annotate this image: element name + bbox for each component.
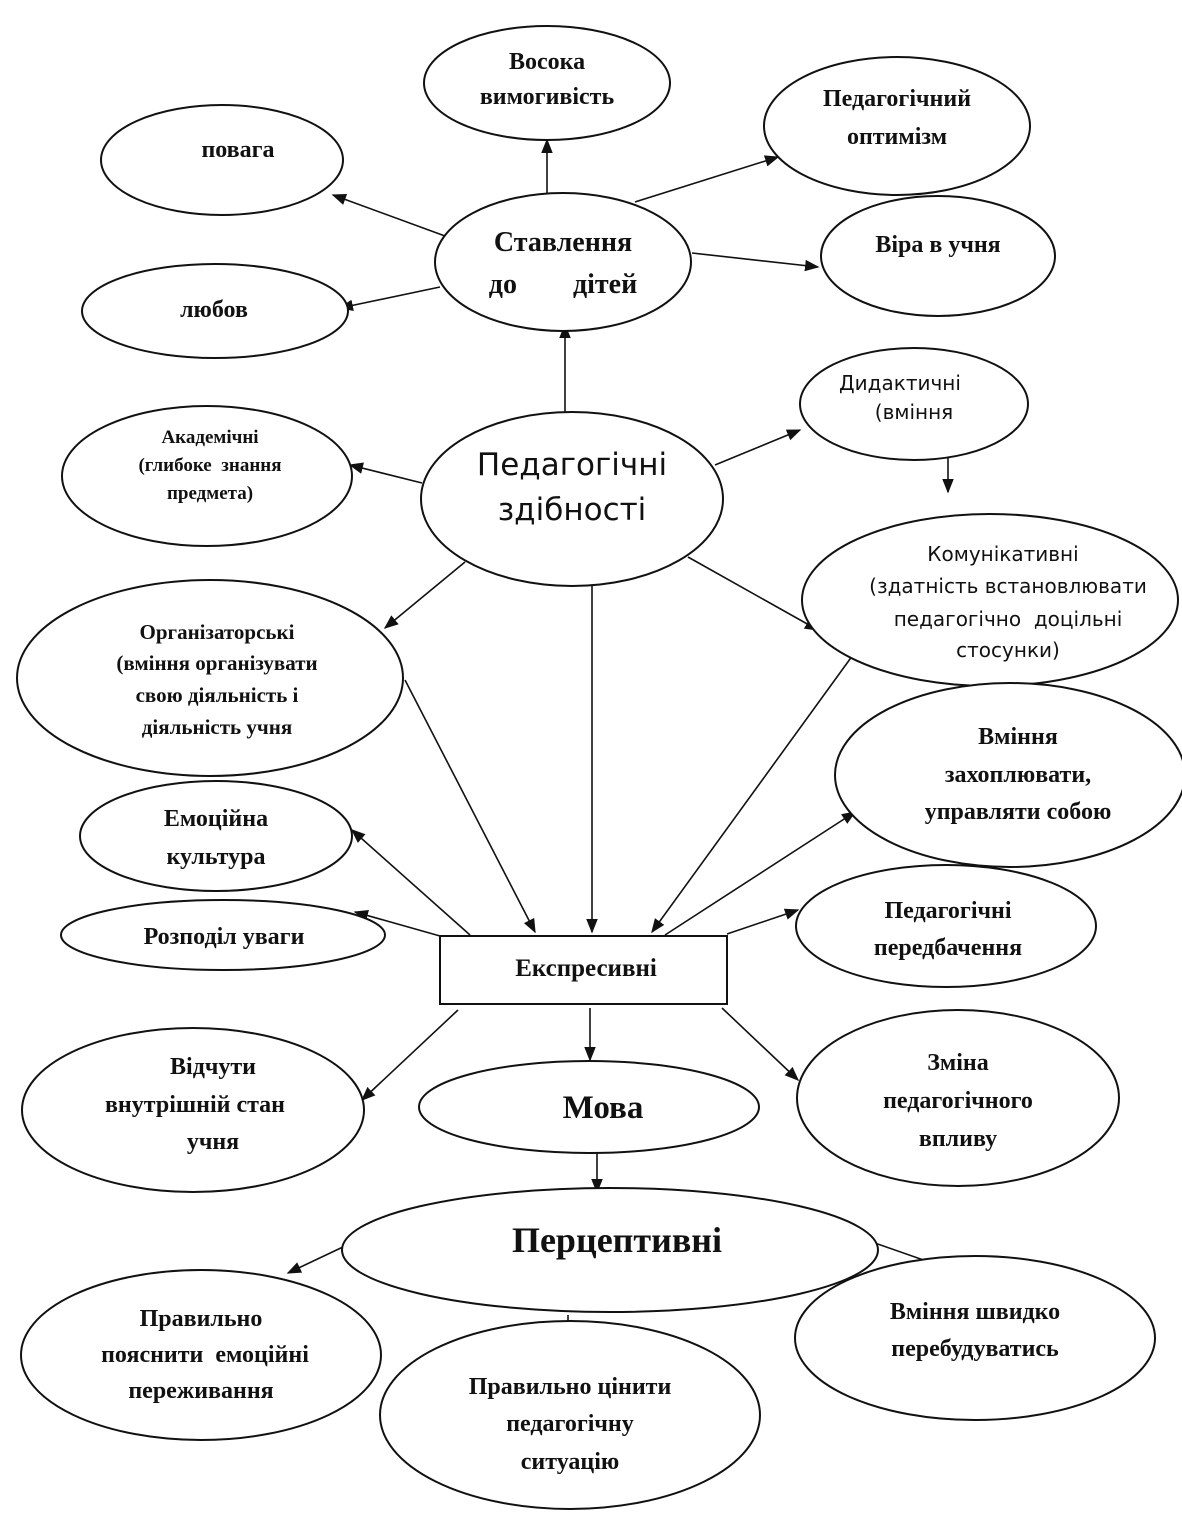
edges: [286, 138, 954, 1342]
node-pertseptyvni-line1: Перцептивні: [512, 1220, 722, 1260]
edge-ekspresyvni-vidchuty: [360, 1009, 459, 1101]
node-stavlennia: Ставлення до дітей: [434, 192, 692, 332]
node-vira: Віра в учня: [820, 195, 1056, 317]
node-zdibnosti: Педагогічні здібності: [420, 411, 724, 587]
node-akademichni-line2: (глибоке знання: [138, 455, 281, 476]
edge-pertseptyvni-poiasnyty: [286, 1245, 346, 1274]
node-liubov: любов: [81, 263, 349, 359]
node-akademichni-line3: предмета): [167, 483, 253, 504]
node-zmina-line3: впливу: [919, 1126, 997, 1152]
node-emotsiina: Емоційна культура: [79, 780, 353, 892]
node-orhanizatorski-line3: свою діяльність і: [136, 683, 299, 707]
node-pereb-line1: Вміння швидко: [890, 1299, 1060, 1325]
node-vidchuty-line3: учня: [187, 1129, 239, 1155]
node-dydaktychni-line2: (вміння: [875, 400, 953, 424]
node-optymizm: Педагогічний оптимізм: [763, 56, 1031, 196]
node-zmina: Зміна педагогічного впливу: [796, 1009, 1120, 1187]
node-komunikatyvni-line1: Комунікативні: [927, 542, 1078, 566]
node-komunikatyvni-line3: педагогічно доцільні: [894, 607, 1123, 631]
edge-stavlennia-liubov: [338, 286, 441, 311]
node-optymizm-line2: оптимізм: [847, 124, 947, 150]
node-zakhopliuvaty-line1: Вміння: [978, 724, 1058, 750]
node-mova: Мова: [418, 1060, 760, 1154]
node-dydaktychni-line1: Дидактичні: [839, 371, 961, 395]
node-komunikatyvni-line4: стосунки): [956, 638, 1060, 662]
node-pereb-line2: перебудуватись: [891, 1336, 1059, 1362]
node-poiasnyty-line1: Правильно: [140, 1306, 263, 1332]
node-zakhopliuvaty: Вміння захоплювати, управляти собою: [834, 682, 1182, 868]
edge-ekspresyvni-emotsiina: [350, 829, 471, 936]
node-mova-line1: Мова: [563, 1090, 644, 1126]
node-zakhopliuvaty-line2: захоплювати,: [945, 762, 1091, 788]
node-orhanizatorski-line4: діяльність учня: [142, 715, 292, 739]
node-rozpodil: Розподіл уваги: [60, 899, 386, 971]
edge-ekspresyvni-zakhopliuvaty: [664, 811, 857, 936]
node-ekspresyvni: Експресивні: [439, 935, 728, 1005]
edge-stavlennia-optymizm: [634, 155, 780, 203]
node-liubov-line1: любов: [180, 297, 248, 323]
node-stavlennia-line1: Ставлення: [494, 227, 632, 258]
edge-komunikatyvni-ekspresyvni: [651, 647, 859, 934]
node-povaha: повага: [100, 104, 344, 216]
node-vidchuty-line2: внутрішній стан: [105, 1092, 285, 1118]
node-tsinyty-line2: педагогічну: [506, 1411, 634, 1437]
node-poiasnyty: Правильно пояснити емоційні переживання: [20, 1269, 382, 1441]
node-orhanizatorski: Організаторські (вміння організувати сво…: [16, 579, 404, 777]
node-vira-line1: Віра в учня: [875, 232, 1000, 258]
node-vymohlyvist-line1: Восока: [509, 49, 585, 75]
node-zmina-line1: Зміна: [927, 1050, 989, 1076]
edge-zdibnosti-dydaktychni: [714, 429, 802, 466]
node-pertseptyvni: Перцептивні: [341, 1187, 879, 1313]
node-zakhopliuvaty-line3: управляти собою: [925, 799, 1112, 825]
node-peredbachennia-line2: передбачення: [874, 935, 1022, 961]
node-poiasnyty-line2: пояснити емоційні: [101, 1342, 309, 1368]
node-orhanizatorski-line2: (вміння організувати: [116, 651, 317, 675]
node-komunikatyvni-line2: (здатність встановлювати: [869, 574, 1147, 598]
node-povaha-line1: повага: [201, 137, 274, 163]
node-vidchuty: Відчути внутрішній стан учня: [21, 1027, 365, 1193]
node-zdibnosti-line1: Педагогічні: [477, 447, 667, 483]
node-optymizm-line1: Педагогічний: [823, 86, 971, 112]
node-emotsiina-line1: Емоційна: [164, 806, 268, 832]
node-pereb: Вміння швидко перебудуватись: [794, 1255, 1156, 1421]
node-ekspresyvni-line1: Експресивні: [515, 955, 657, 982]
node-tsinyty-line3: ситуацію: [521, 1449, 619, 1475]
node-stavlennia-line2: до дітей: [489, 269, 637, 300]
node-akademichni-line1: Академічні: [161, 427, 258, 448]
edge-ekspresyvni-rozpodil: [353, 909, 441, 937]
node-poiasnyty-line3: переживання: [128, 1378, 273, 1404]
edge-zdibnosti-komunikatyvni: [687, 556, 820, 631]
node-tsinyty: Правильно цінити педагогічну ситуацію: [379, 1320, 761, 1510]
edge-ekspresyvni-zmina: [721, 1007, 800, 1081]
node-peredbachennia-line1: Педагогічні: [884, 898, 1011, 924]
node-komunikatyvni: Комунікативні (здатність встановлювати п…: [801, 513, 1179, 687]
node-vymohlyvist-line2: вимогивість: [480, 84, 615, 110]
edge-zdibnosti-akademichni: [348, 462, 423, 484]
node-tsinyty-line1: Правильно цінити: [469, 1374, 672, 1400]
edge-zdibnosti-orhanizatorski: [383, 561, 466, 629]
node-peredbachennia: Педагогічні передбачення: [795, 864, 1097, 988]
edge-stavlennia-povaha: [331, 194, 446, 237]
node-vidchuty-line1: Відчути: [170, 1054, 256, 1080]
node-orhanizatorski-line1: Організаторські: [140, 620, 295, 644]
node-zmina-line2: педагогічного: [883, 1088, 1033, 1114]
node-akademichni: Академічні (глибоке знання предмета): [61, 405, 353, 547]
node-zdibnosti-line2: здібності: [498, 492, 647, 528]
node-vymohlyvist: Восока вимогивість: [423, 25, 671, 141]
edge-stavlennia-vira: [691, 252, 820, 272]
node-emotsiina-line2: культура: [167, 844, 266, 870]
node-dydaktychni: Дидактичні (вміння: [799, 347, 1029, 461]
edge-ekspresyvni-peredbachennia: [726, 908, 800, 935]
edge-orhanizatorski-ekspresyvni: [404, 679, 536, 934]
node-rozpodil-line1: Розподіл уваги: [144, 924, 305, 950]
